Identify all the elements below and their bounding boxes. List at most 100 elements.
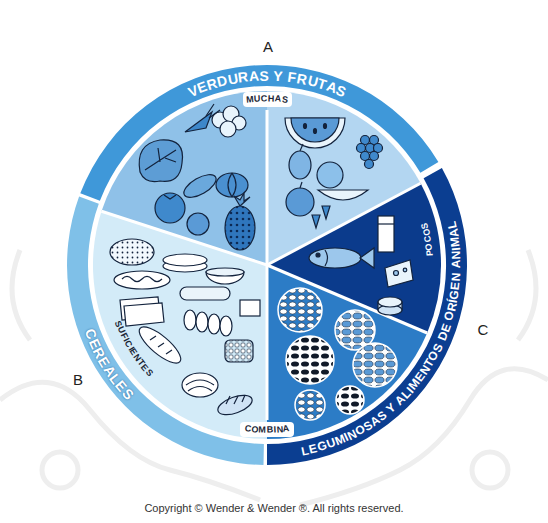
arc-letter: N: [450, 272, 463, 281]
arc-letter: M: [449, 237, 462, 248]
arc-letter: U: [254, 95, 261, 104]
arc-letter: H: [268, 94, 275, 103]
arc-letter: V: [186, 82, 200, 99]
arc-letter: [390, 399, 401, 410]
arc-letter: L: [107, 371, 123, 386]
arc-letter: E: [439, 322, 453, 334]
arc-letter: Y: [273, 69, 283, 84]
ring-segment: [80, 65, 438, 201]
arc-letter: E: [308, 442, 319, 456]
arc-letter: S: [430, 341, 444, 353]
arc-letter: B: [266, 425, 273, 434]
background-swirl: [0, 250, 548, 505]
ring-heading: LEGUMINOSAS Y ALIMENTOS DE ORÍGEN ANIMAL: [296, 215, 466, 460]
arc-letter: A: [101, 362, 118, 378]
arc-letter: A: [393, 393, 408, 408]
arc-letter: S: [375, 409, 389, 423]
arc-letter: M: [406, 377, 422, 392]
arc-letter: C: [82, 327, 99, 342]
arc-letter: [434, 338, 446, 346]
arc-letter: E: [113, 378, 130, 394]
arc-letter: A: [368, 413, 382, 428]
arc-letter: N: [450, 251, 462, 260]
arc-letter: U: [226, 71, 239, 87]
arc-letter: A: [248, 69, 259, 84]
arc-letter: S: [281, 95, 288, 105]
arc-letter: [381, 406, 391, 417]
arc-letter: A: [325, 79, 339, 96]
portion-note: SUFICIENTES: [111, 317, 156, 380]
arc-letter: E: [413, 370, 427, 384]
arc-letter: G: [316, 439, 328, 453]
arc-letter: O: [251, 425, 259, 434]
arc-letter: R: [91, 345, 108, 360]
arc-letter: [269, 68, 273, 82]
arc-letter: O: [424, 243, 434, 251]
arc-letter: A: [283, 424, 291, 434]
arc-letter: I: [450, 247, 462, 251]
ring-heading: CEREALES: [79, 323, 139, 405]
arc-letter: O: [353, 423, 367, 438]
arc-letter: A: [447, 227, 460, 238]
arc-letter: U: [325, 436, 337, 450]
ring-segment: [267, 168, 467, 465]
arc-letter: E: [96, 354, 113, 369]
arc-letter: D: [435, 330, 449, 343]
arc-letter: M: [246, 95, 254, 105]
copyright-note: Copyright © Wender & Wender ®. All right…: [144, 502, 403, 515]
arc-letter: O: [426, 349, 441, 363]
arc-letter: Y: [384, 401, 398, 415]
arc-letter: S: [334, 82, 348, 99]
arc-letter: R: [205, 76, 219, 92]
arc-letter: C: [423, 236, 433, 244]
arc-letter: C: [261, 94, 268, 103]
arc-letter: I: [404, 385, 415, 395]
arc-letter: L: [301, 444, 311, 457]
arc-letter: T: [316, 76, 328, 92]
arc-letter: I: [273, 425, 276, 434]
arc-letter: R: [296, 71, 309, 87]
section-letter: A: [263, 38, 273, 56]
arc-letter: M: [258, 425, 266, 434]
arc-letter: I: [342, 431, 350, 443]
arc-letter: R: [445, 302, 459, 313]
portion-note: COMBINA: [240, 422, 293, 438]
arc-letter: S: [259, 68, 269, 82]
arc-letter: E: [86, 336, 103, 350]
arc-letter: O: [442, 310, 456, 322]
arc-letter: L: [445, 220, 458, 230]
arc-letter: N: [417, 363, 432, 377]
arc-letter: [283, 69, 288, 83]
arc-letter: M: [333, 433, 347, 448]
arc-letter: L: [399, 387, 413, 401]
arc-letter: [450, 269, 462, 273]
arc-letter: D: [215, 73, 228, 89]
arc-letter: N: [276, 425, 283, 434]
arc-letter: E: [449, 281, 462, 290]
arc-letter: S: [361, 418, 374, 432]
arc-letter: P: [425, 250, 434, 257]
arc-letter: A: [275, 95, 282, 104]
arc-letter: A: [450, 260, 462, 269]
arc-letter: F: [287, 70, 297, 85]
arc-letter: E: [195, 79, 209, 95]
section-letter: C: [478, 321, 489, 339]
arc-letter: R: [237, 69, 249, 84]
arc-letter: [441, 319, 453, 326]
ring-segment: [67, 197, 264, 465]
arc-letter: N: [345, 427, 358, 442]
section-letter: B: [73, 371, 83, 389]
portion-note: POCOS: [418, 219, 437, 261]
arc-letter: S: [120, 385, 137, 401]
arc-letter: Í: [447, 298, 459, 304]
arc-letter: U: [306, 73, 319, 89]
portion-note: MUCHAS: [243, 92, 292, 107]
arc-letter: G: [448, 289, 461, 300]
